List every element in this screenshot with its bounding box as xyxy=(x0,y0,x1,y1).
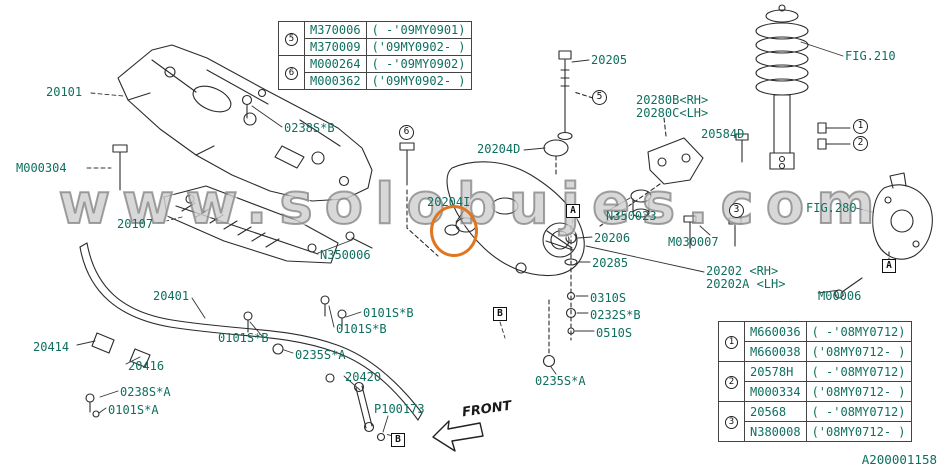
part-number-cell: M660036 xyxy=(744,321,807,342)
fastener-stack-drawing xyxy=(542,225,578,368)
strut-drawing xyxy=(755,4,809,170)
part-label-m000304: M000304 xyxy=(16,161,67,175)
ref-cell-1: 1 xyxy=(718,321,745,362)
model-year-range-cell: ( -'08MY0712) xyxy=(805,361,912,382)
model-year-range-cell: ('09MY0902- ) xyxy=(365,72,472,90)
part-label-0101s-a: 0101S*A xyxy=(108,403,159,417)
section-box-b-1: B xyxy=(493,307,507,321)
ref-circle-6: 6 xyxy=(285,66,298,80)
ref-cell-5: 5 xyxy=(278,21,305,56)
model-year-range-cell: ('09MY0902- ) xyxy=(365,38,472,56)
part-label-n350023: N350023 xyxy=(606,209,657,223)
section-box-a-2: A xyxy=(882,259,896,273)
section-box-b-3: B xyxy=(391,433,405,447)
part-label-20107: 20107 xyxy=(117,217,154,231)
table-row: M000362('09MY0902- ) xyxy=(279,72,472,90)
part-number-cell: 20568 xyxy=(744,401,807,422)
part-number-cell: M660038 xyxy=(744,341,807,362)
part-label-20280c-lh: 20280C<LH> xyxy=(636,106,709,120)
part-label-n350006: N350006 xyxy=(320,248,371,262)
ref-cell-3: 3 xyxy=(718,401,745,442)
ref-circle-5: 5 xyxy=(285,32,298,46)
part-label-0238s-b: 0238S*B xyxy=(284,121,335,135)
part-label-0232s-b: 0232S*B xyxy=(590,308,641,322)
part-label-20206: 20206 xyxy=(594,231,631,245)
part-label-20101: 20101 xyxy=(46,85,83,99)
part-label-0510s: 0510S xyxy=(596,326,633,340)
part-number-cell: N380008 xyxy=(744,421,807,442)
ref-cell-6: 6 xyxy=(278,55,305,90)
ref-circle-5: 5 xyxy=(592,90,607,105)
ref-circle-2: 2 xyxy=(853,136,868,151)
section-box-a-0: A xyxy=(566,204,580,218)
part-label-20205: 20205 xyxy=(591,53,628,67)
part-label-0310s: 0310S xyxy=(590,291,627,305)
part-label-0101s-b: 0101S*B xyxy=(363,306,414,320)
part-label-0101s-b: 0101S*B xyxy=(336,322,387,336)
front-arrow-icon xyxy=(432,420,484,452)
part-label-20202a-lh: 20202A <LH> xyxy=(706,277,786,291)
ref-circle-1: 1 xyxy=(725,335,738,349)
part-label-0235s-a: 0235S*A xyxy=(295,348,346,362)
part-label-20202-rh: 20202 <RH> xyxy=(706,264,779,278)
mount-and-bolts-drawing xyxy=(630,133,749,249)
part-label-20280b-rh: 20280B<RH> xyxy=(636,93,709,107)
part-label-fig-210: FIG.210 xyxy=(845,49,896,63)
part-label-0101s-b: 0101S*B xyxy=(218,331,269,345)
ref-circle-3: 3 xyxy=(725,415,738,429)
model-year-range-cell: ( -'09MY0901) xyxy=(365,21,472,39)
ref-circle-6: 6 xyxy=(399,125,414,140)
table-row: N380008('08MY0712- ) xyxy=(719,421,912,442)
part-number-cell: 20578H xyxy=(744,361,807,382)
part-number-cell: M370009 xyxy=(304,38,367,56)
part-label-20401: 20401 xyxy=(153,289,190,303)
model-year-range-cell: ( -'08MY0712) xyxy=(805,401,912,422)
table-row: M370009('09MY0902- ) xyxy=(279,38,472,56)
bracket-drawing xyxy=(599,117,704,227)
axle-bolts-drawing xyxy=(817,122,851,150)
table-row: 1 M660036( -'08MY0712) xyxy=(718,321,912,362)
part-number-cell: M000334 xyxy=(744,381,807,402)
part-label-m00006: M00006 xyxy=(818,289,862,303)
part-label-20584d: 20584D xyxy=(701,127,745,141)
part-label-20414: 20414 xyxy=(33,340,70,354)
table-row: M000334('08MY0712- ) xyxy=(719,381,912,402)
table-row: 3 20568( -'08MY0712) xyxy=(718,401,912,442)
highlight-circle xyxy=(430,205,478,257)
ref-circle-3: 3 xyxy=(729,203,744,218)
part-label-20285: 20285 xyxy=(592,256,629,270)
jack-plate-drawing xyxy=(163,185,339,264)
crossmember-drawing xyxy=(117,44,373,202)
part-label-p100173: P100173 xyxy=(374,402,425,416)
table-row: M660038('08MY0712- ) xyxy=(719,341,912,362)
model-year-range-cell: ('08MY0712- ) xyxy=(805,421,912,442)
stud-and-bushing-drawing xyxy=(543,50,594,177)
part-label-20420: 20420 xyxy=(345,370,382,384)
table-row: 2 20578H( -'08MY0712) xyxy=(718,361,912,402)
misc-fasteners-drawing xyxy=(112,88,439,383)
part-number-cell: M000362 xyxy=(304,72,367,90)
ref-circle-1: 1 xyxy=(853,119,868,134)
model-year-range-cell: ( -'08MY0712) xyxy=(805,321,912,342)
ref-circle-2: 2 xyxy=(725,375,738,389)
model-year-range-cell: ('08MY0712- ) xyxy=(805,341,912,362)
part-number-cell: M000264 xyxy=(304,55,367,73)
ref-cell-2: 2 xyxy=(718,361,745,402)
part-label-20416: 20416 xyxy=(128,359,165,373)
table-row: 5 M370006( -'09MY0901) xyxy=(278,21,472,56)
table-row: 6 M000264( -'09MY0902) xyxy=(278,55,472,90)
part-label-m030007: M030007 xyxy=(668,235,719,249)
part-label-20204d: 20204D xyxy=(477,142,521,156)
part-label-0235s-a: 0235S*A xyxy=(535,374,586,388)
part-label-fig-280: FIG.280 xyxy=(806,201,857,215)
knuckle-drawing xyxy=(872,172,933,263)
model-year-range-cell: ( -'09MY0902) xyxy=(365,55,472,73)
part-number-cell: M370006 xyxy=(304,21,367,39)
stabilizer-bar-drawing xyxy=(79,242,423,442)
model-year-range-cell: ('08MY0712- ) xyxy=(805,381,912,402)
part-label-0238s-a: 0238S*A xyxy=(120,385,171,399)
doc-number: A200001158 xyxy=(861,452,937,467)
